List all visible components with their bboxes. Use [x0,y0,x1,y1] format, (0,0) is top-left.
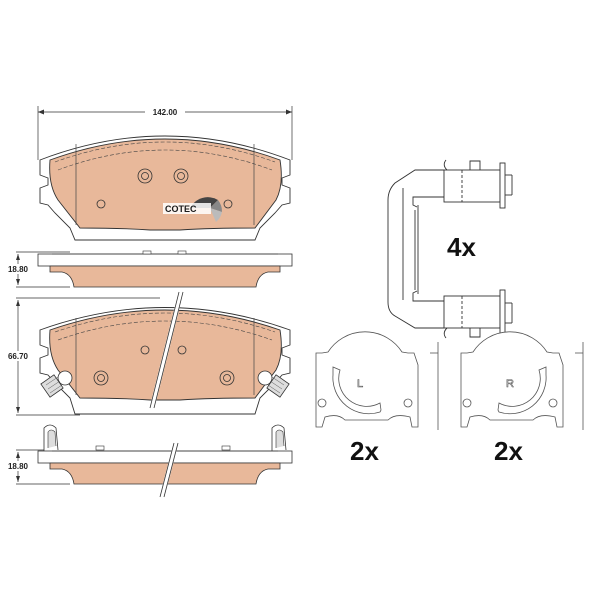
brake-pad-top-view: 142.00 COTEC [37,106,293,241]
cotec-text: COTEC [165,204,197,214]
wear-sensor-right [257,370,290,398]
height-label: 66.70 [8,352,29,361]
width-dimension: 142.00 [37,106,293,160]
brake-pad-top-side-view: 18.80 [4,250,293,288]
brake-pad-sensor-view: 66.70 [4,291,291,416]
shim-right-quantity: 2x [494,436,523,466]
wear-sensor-left [40,370,73,398]
cotec-logo: COTEC [163,197,223,222]
thickness-top-label: 18.80 [8,265,29,274]
width-label: 142.00 [153,108,178,117]
brake-pad-bottom-side-view: 18.80 [4,424,293,498]
shim-left-label: L [357,378,363,390]
shim-left [315,331,439,430]
retaining-clip [387,159,513,339]
thickness-bottom-label: 18.80 [8,462,29,471]
shim-right [460,331,584,430]
shim-left-quantity: 2x [350,436,379,466]
shim-right-label: R [506,378,514,390]
clip-quantity: 4x [447,232,476,262]
